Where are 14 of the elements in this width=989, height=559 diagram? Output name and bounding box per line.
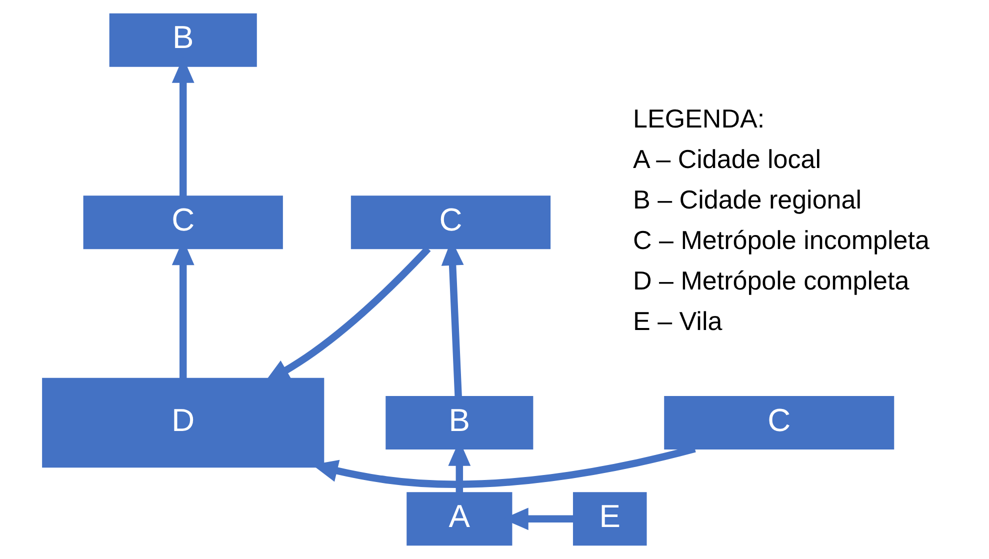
node-box: B: [109, 13, 257, 67]
node-box: C: [664, 396, 894, 450]
node-box: C: [83, 196, 283, 250]
node-box: E: [572, 492, 647, 546]
label: D – Metrópole completa: [633, 265, 910, 296]
node-box: A: [406, 492, 512, 546]
node-box: C: [350, 196, 551, 250]
label: E – Vila: [633, 306, 722, 336]
node-box: B: [386, 396, 534, 450]
label: B – Cidade regional: [633, 184, 862, 214]
label: C – Metrópole incompleta: [633, 224, 930, 255]
label: A – Cidade local: [633, 144, 822, 174]
label: LEGENDA:: [633, 103, 765, 134]
node-box: D: [42, 378, 324, 468]
